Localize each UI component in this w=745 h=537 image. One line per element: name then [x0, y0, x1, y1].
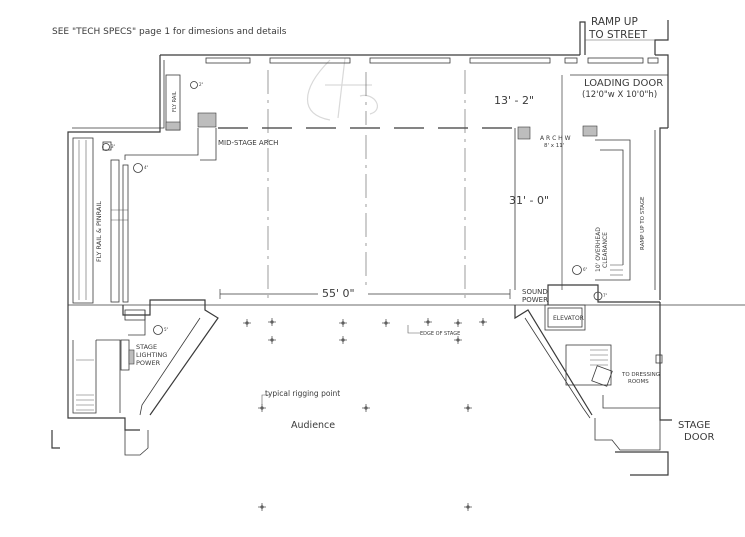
- stage-right-wing: RAMP UP TO STAGE 10' OVERHEAD CLEARANCE: [514, 128, 646, 290]
- rigging-point-center-7: [481, 320, 485, 324]
- loading-door-size: (12'0"w X 10'0"h): [582, 90, 657, 100]
- mid-stage-arch-label: MID-STAGE ARCH: [218, 139, 278, 147]
- edge-of-stage-marker: EDGE OF STAGE: [407, 325, 460, 337]
- watermark-logo: [306, 57, 378, 121]
- typical-rigging-callout: typical rigging point: [261, 389, 340, 405]
- rigging-point-center-13: [466, 406, 470, 410]
- arch-hw-label-2: 8' x 11': [544, 143, 564, 149]
- rigging-point-15: [464, 503, 472, 511]
- depth-dimension: 13' - 2" 31' - 0": [494, 75, 563, 290]
- building-walls: [67, 54, 669, 305]
- outlet-label-sl-mid: 4": [144, 165, 149, 170]
- rigging-point-center-8: [270, 338, 274, 342]
- rigging-points: [243, 318, 487, 511]
- center-line: [267, 70, 466, 300]
- typical-rigging-label: typical rigging point: [265, 389, 340, 398]
- rigging-point-center-2: [270, 320, 274, 324]
- stage-door-label-1: STAGE: [678, 420, 710, 431]
- loading-door-label: LOADING DOOR: [584, 78, 663, 89]
- rigging-point-center-4: [384, 321, 388, 325]
- rigging-point-12: [362, 404, 370, 412]
- rigging-point-14: [258, 503, 266, 511]
- proscenium-left: [122, 299, 219, 416]
- rigging-point-10: [454, 336, 462, 344]
- rigging-point-center-5: [426, 320, 430, 324]
- rigging-point-8: [268, 336, 276, 344]
- rigging-point-center-10: [456, 338, 460, 342]
- outlet-label-sl-upper: 3": [111, 144, 116, 149]
- rigging-point-center-6: [456, 321, 460, 325]
- outlet-label-upstage: 2": [199, 82, 204, 87]
- overhead-label-2: CLEARANCE: [602, 232, 609, 268]
- rigging-point-center-11: [260, 406, 264, 410]
- sound-power-label-2: POWER: [522, 296, 548, 304]
- overhead-label-1: 10' OVERHEAD: [595, 227, 602, 272]
- rigging-point-center-9: [341, 338, 345, 342]
- edge-of-stage-label: EDGE OF STAGE: [420, 331, 460, 337]
- rigging-point-center-12: [364, 406, 368, 410]
- rigging-point-9: [339, 336, 347, 344]
- stage-lighting-label-1: STAGE: [136, 343, 157, 351]
- fly-rail-small-label: FLY RAIL: [172, 91, 178, 112]
- stage-left-rooms: STAGE LIGHTING POWER: [51, 305, 167, 456]
- rigging-point-center-1: [245, 321, 249, 325]
- stage-lighting-label-2: LIGHTING: [136, 351, 167, 359]
- rigging-point-center-3: [341, 321, 345, 325]
- rigging-point-center-15: [466, 505, 470, 509]
- fly-rail-pinrail-label: FLY RAIL & PINRAIL: [95, 201, 103, 262]
- rigging-point-3: [339, 319, 347, 327]
- stage-door-label-2: DOOR: [684, 432, 714, 443]
- elevator-label: ELEVATOR: [553, 315, 584, 322]
- rigging-point-center-14: [260, 505, 264, 509]
- stage-right-rooms: TO DRESSING ROOMS STAGE DOOR: [565, 302, 714, 476]
- sound-power-label-1: SOUND: [522, 288, 548, 296]
- audience-label: Audience: [291, 420, 335, 431]
- ramp-to-stage-label: RAMP UP TO STAGE: [640, 196, 646, 250]
- rigging-point-4: [382, 319, 390, 327]
- arch-hw-label-1: A R C H W: [540, 135, 571, 142]
- ramp-up-area: RAMP UP TO STREET: [579, 16, 669, 55]
- ramp-up-label-1: RAMP UP: [591, 16, 638, 28]
- rigging-point-6: [454, 319, 462, 327]
- dim-depth-upper: 13' - 2": [494, 94, 534, 107]
- stage-left-wing: FLY RAIL & PINRAIL: [72, 137, 129, 304]
- outlet-symbols: 2" 3" 4" 5" 6" 7": [102, 81, 608, 335]
- dim-depth-total: 31' - 0": [509, 194, 549, 207]
- outlet-label-sr-upper: 6": [583, 267, 588, 272]
- to-dressing-label-1: TO DRESSING: [621, 372, 660, 378]
- rigging-point-11: [258, 404, 266, 412]
- mid-stage-arch-line: MID-STAGE ARCH: [124, 112, 598, 161]
- rigging-point-5: [424, 318, 432, 326]
- stage-edge: 55' 0": [68, 286, 745, 306]
- to-dressing-label-2: ROOMS: [628, 379, 649, 385]
- ramp-up-label-2: TO STREET: [588, 29, 648, 41]
- stage-lighting-label-3: POWER: [136, 359, 161, 367]
- header-note: SEE "TECH SPECS" page 1 for dimesions an…: [52, 27, 287, 37]
- dim-stage-width: 55' 0": [322, 287, 355, 300]
- rigging-point-13: [464, 404, 472, 412]
- rigging-point-7: [479, 318, 487, 326]
- rigging-point-2: [268, 318, 276, 326]
- outlet-label-sr-lower: 7": [603, 293, 608, 298]
- outlet-label-sl-lower: 5": [164, 327, 169, 332]
- proscenium-right: ELEVATOR SOUND POWER: [514, 284, 660, 419]
- rigging-point-1: [243, 319, 251, 327]
- upstage-fly-rail: FLY RAIL: [165, 74, 181, 131]
